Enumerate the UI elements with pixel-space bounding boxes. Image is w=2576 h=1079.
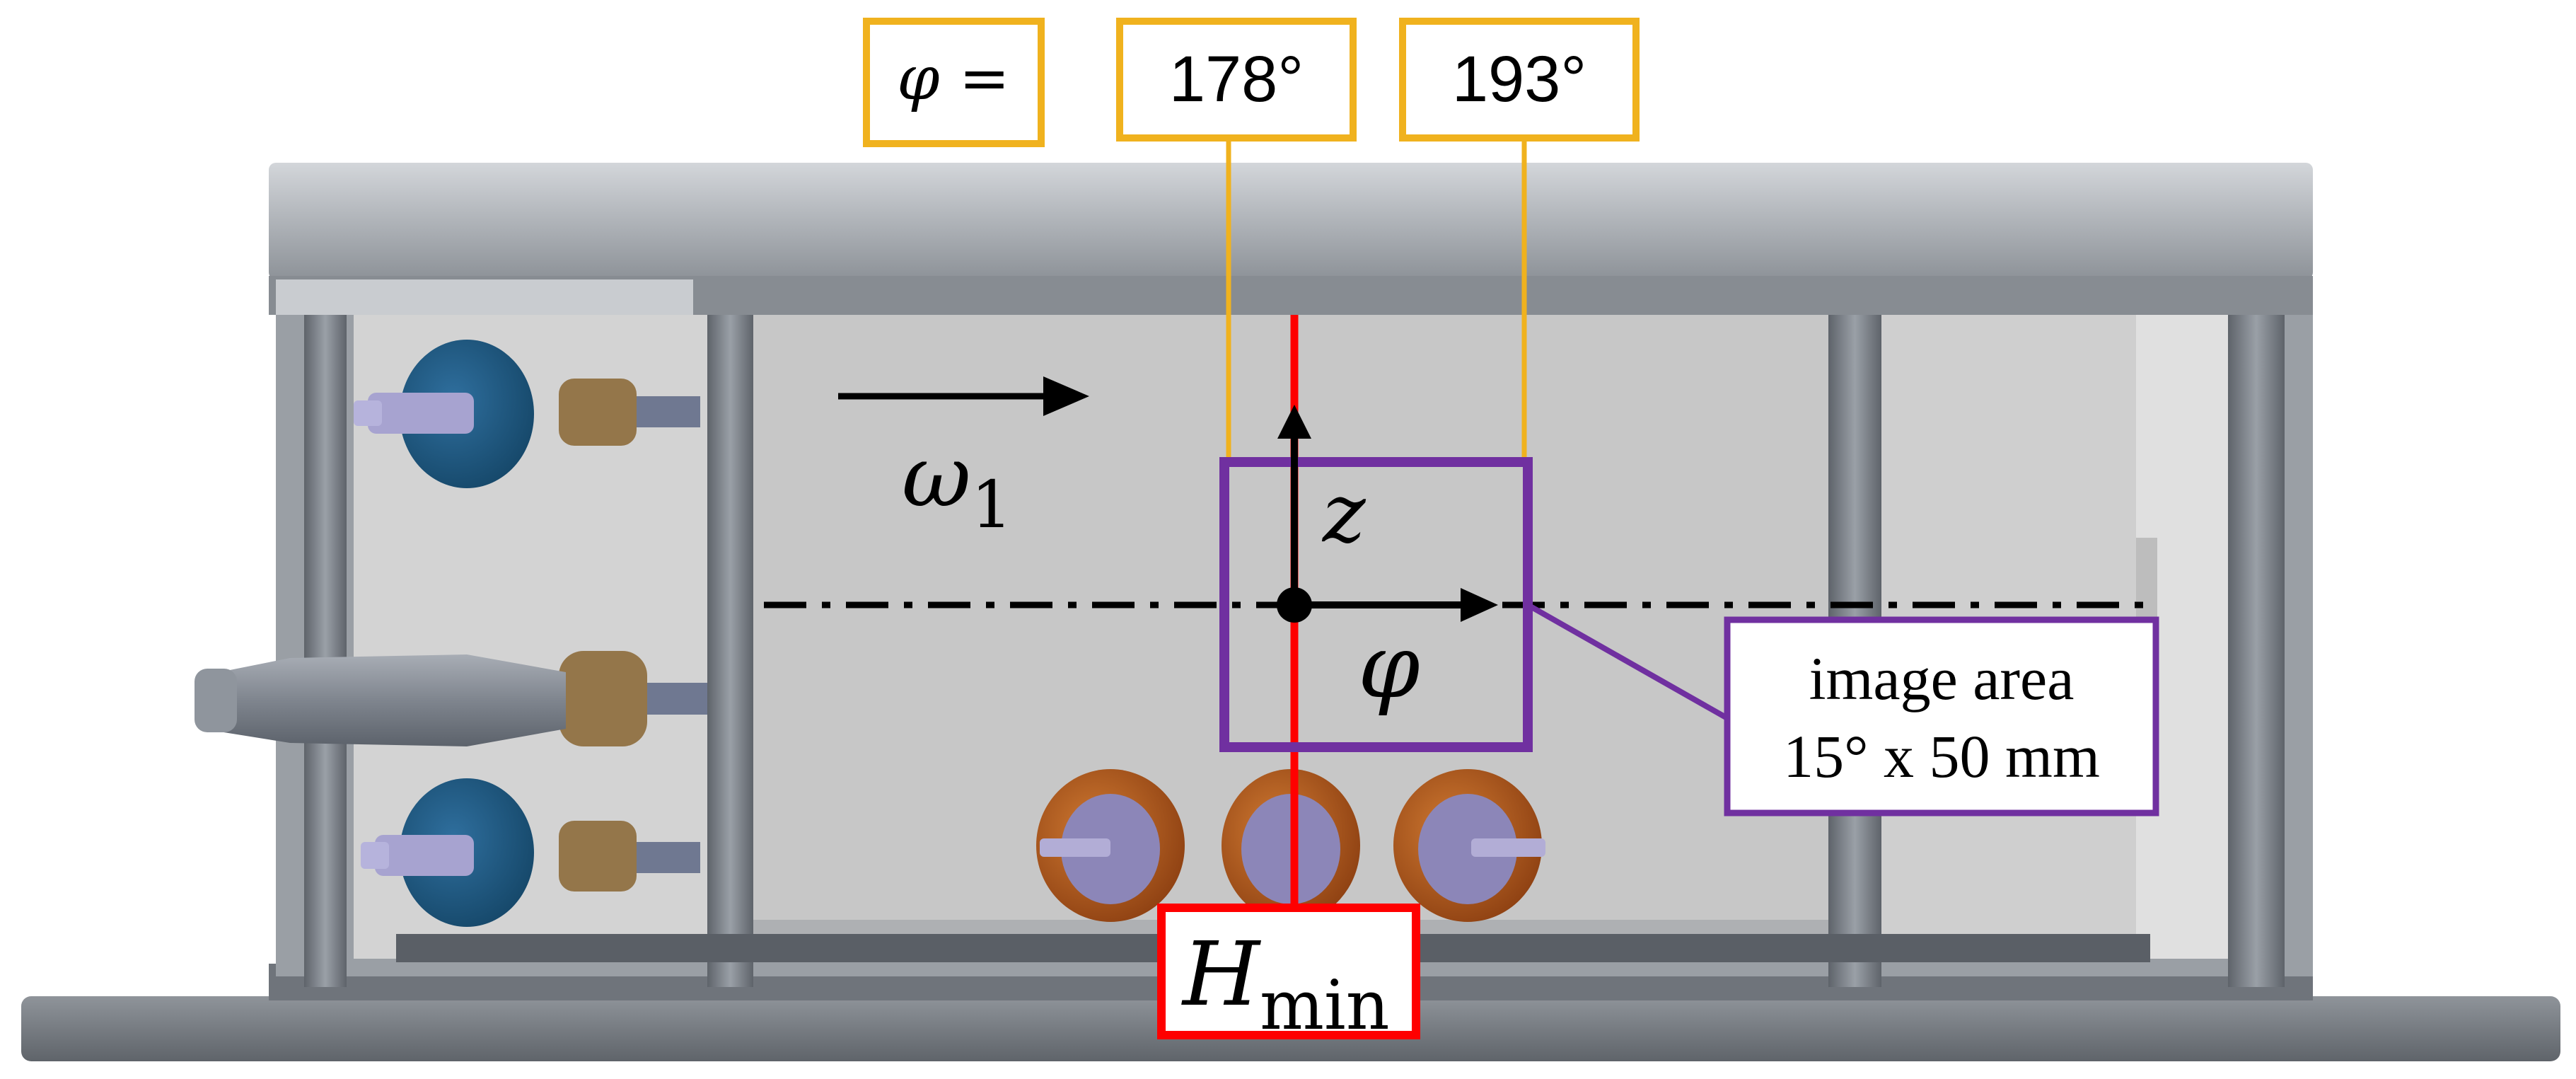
angle-end-label: 193° — [1452, 43, 1586, 115]
pillars — [304, 315, 2285, 987]
top-cover-plate — [269, 163, 2313, 315]
phi-axis-label: φ — [1358, 616, 1420, 718]
pressure-sensor-icon — [195, 651, 707, 746]
phi-prefix-label: φ = — [897, 43, 1010, 114]
image-area-line1: image area — [1809, 645, 2075, 712]
angle-end-box — [1399, 18, 1640, 142]
angle-start-box — [1116, 18, 1357, 142]
blue-cap-fitting-icon-lower — [361, 778, 700, 927]
hmin-box — [1157, 904, 1420, 1039]
image-area-label-box — [1724, 616, 2159, 817]
rotation-arrow-icon — [838, 376, 1089, 416]
image-area-connector — [1526, 602, 1729, 721]
image-area-box — [1219, 457, 1533, 752]
omega-label: ω1 — [902, 428, 1012, 543]
z-axis-label: z — [1321, 466, 1367, 561]
angle-start-label: 178° — [1169, 43, 1304, 115]
phi-prefix-box — [863, 18, 1045, 147]
coordinate-axes — [1277, 405, 1498, 623]
hmin-label: Hmin — [1181, 923, 1390, 1045]
image-area-line2: 15° x 50 mm — [1783, 722, 2100, 790]
origin-dot — [1277, 587, 1312, 623]
blue-cap-fitting-icon — [354, 340, 700, 488]
